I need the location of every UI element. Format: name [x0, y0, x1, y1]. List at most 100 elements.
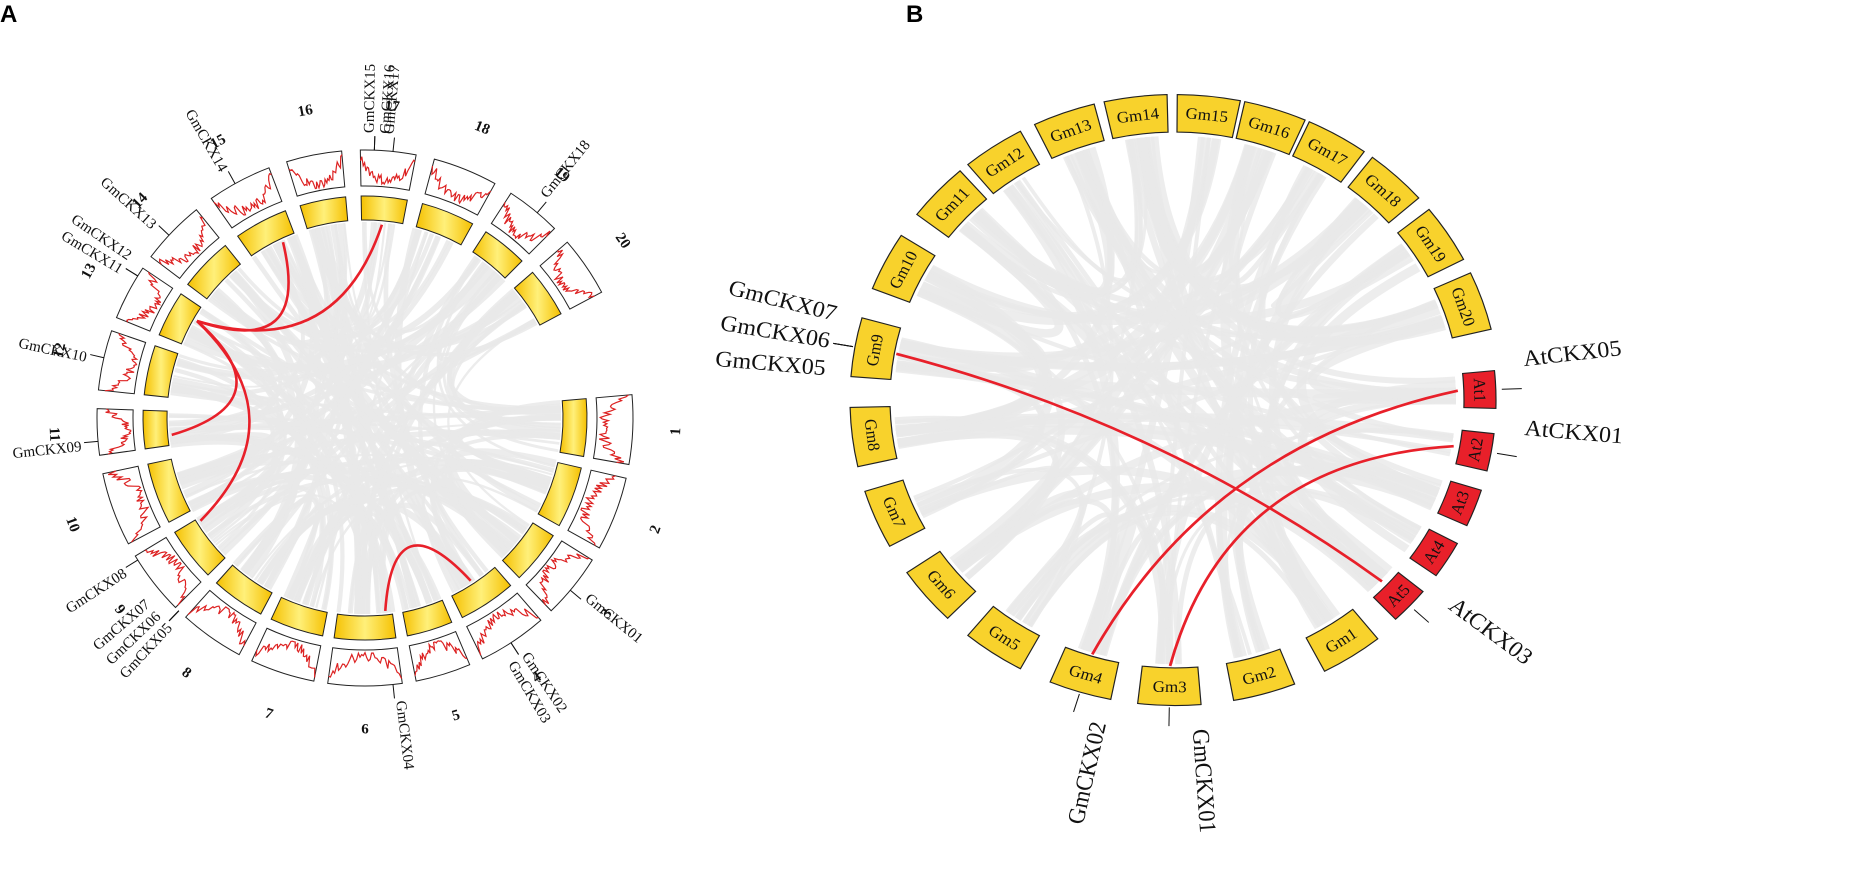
gene-label: GmCKX05	[714, 347, 827, 382]
chromosome-number-label: 13	[78, 261, 99, 282]
chromosome-number-label: 7	[263, 705, 276, 723]
density-trace	[105, 408, 132, 455]
chromosome-10: 10	[62, 458, 191, 545]
panel-b-label: B	[906, 1, 923, 28]
gene-label: GmCKX10	[17, 336, 88, 366]
chromosome-number-label: 17	[384, 98, 401, 115]
density-trace	[359, 156, 416, 186]
chromosome-11: 11	[46, 408, 170, 456]
chromosome-3: 3	[501, 522, 616, 622]
density-trace	[414, 640, 468, 676]
chromosome-17: 17	[359, 98, 417, 225]
block-gm3: Gm3	[1136, 665, 1202, 707]
density-trace	[431, 165, 492, 205]
panel-b-circos: Gm1Gm2Gm3Gm4Gm5Gm6Gm7Gm8Gm9Gm10Gm11Gm12G…	[714, 93, 1624, 834]
density-trace	[104, 333, 139, 392]
chromosome-number-label: 12	[50, 341, 69, 359]
block-label: Gm14	[1116, 104, 1161, 127]
gene-tick	[168, 610, 180, 622]
chromosome-20: 20	[513, 230, 634, 326]
block-at2: At2	[1455, 429, 1495, 472]
chromosome-number-label: 15	[208, 131, 229, 152]
density-trace	[288, 154, 343, 190]
block-gm17: Gm17	[1291, 121, 1366, 183]
gene-label: AtCKX01	[1523, 416, 1624, 449]
block-gm7: Gm7	[864, 479, 926, 548]
ortholog-link	[895, 352, 1383, 583]
chromosome-number-label: 20	[612, 230, 634, 251]
block-gm20: Gm20	[1433, 272, 1492, 339]
block-at4: At4	[1409, 528, 1459, 577]
ortholog-links	[895, 352, 1459, 667]
density-trace	[144, 549, 187, 606]
chromosome-12: 12	[50, 330, 179, 398]
density-trace	[539, 553, 590, 606]
density-trace	[553, 249, 595, 299]
block-at1: At1	[1461, 369, 1497, 410]
block-gm19: Gm19	[1396, 208, 1465, 278]
gene-tick	[392, 684, 395, 699]
density-trace	[598, 394, 629, 463]
block-gm2: Gm2	[1225, 648, 1296, 702]
gene-label: AtCKX03	[1444, 593, 1538, 670]
block-gm10: Gm10	[871, 234, 936, 303]
density-trace	[126, 271, 162, 323]
gene-tick	[536, 201, 547, 214]
gene-tick	[84, 440, 99, 444]
block-gm4: Gm4	[1049, 646, 1120, 701]
block-gm9: Gm9	[850, 317, 902, 381]
density-trace	[477, 607, 539, 656]
chromosome-7: 7	[251, 596, 328, 723]
gene-label: GmCKX09	[12, 439, 82, 462]
block-label: At2	[1464, 436, 1488, 463]
block-label: Gm8	[860, 418, 884, 452]
gene-label: GmCKX17	[382, 64, 404, 135]
chromosome-5: 5	[402, 599, 471, 725]
chromosome-18: 18	[415, 118, 496, 246]
gene-tick	[510, 642, 520, 655]
block-gm8: Gm8	[849, 405, 898, 468]
gene-tick	[569, 589, 582, 600]
block-label: At1	[1470, 378, 1490, 403]
paralog-link	[383, 544, 472, 612]
gene-label: GmCKX02	[1063, 719, 1113, 826]
block-gm13: Gm13	[1033, 103, 1105, 160]
gene-tick	[1501, 388, 1522, 390]
chromosome-number-label: 8	[179, 664, 194, 681]
chromosome-number-label: 10	[62, 515, 82, 535]
chromosome-1: 1	[559, 394, 684, 466]
gene-tick	[227, 171, 236, 184]
gene-label: GmCKX16	[378, 64, 399, 135]
gene-tick	[125, 559, 138, 568]
chromosome-16: 16	[286, 102, 349, 230]
chromosome-number-label: 5	[450, 707, 462, 724]
gene-label: GmCKX18	[538, 138, 594, 202]
gene-label: GmCKX13	[97, 174, 159, 232]
panel-a-label: A	[0, 1, 17, 28]
block-label: Gm15	[1185, 104, 1229, 126]
chromosome-14: 14	[129, 190, 242, 300]
chromosome-number-label: 16	[296, 102, 314, 121]
density-trace	[502, 202, 551, 242]
ortholog-link	[1168, 444, 1454, 667]
ortholog-link	[1091, 389, 1459, 656]
chromosome-number-label: 1	[668, 427, 684, 435]
density-trace	[187, 604, 246, 646]
gene-label: GmCKX01	[582, 591, 646, 647]
chromosome-number-label: 18	[472, 118, 492, 138]
paralog-link	[171, 320, 238, 437]
gene-tick	[833, 342, 854, 348]
chromosome-19: 19	[472, 164, 573, 279]
gene-tick	[158, 225, 170, 236]
gene-label: AtCKX05	[1522, 336, 1623, 372]
block-at3: At3	[1436, 480, 1483, 527]
density-trace	[255, 640, 316, 678]
chromosome-number-label: 2	[647, 523, 665, 536]
chromosome-6: 6	[327, 613, 403, 737]
gene-tick	[90, 354, 104, 359]
density-trace	[580, 475, 616, 546]
chromosome-number-label: 6	[361, 721, 369, 737]
block-gm5: Gm5	[966, 605, 1041, 670]
block-label: Gm3	[1153, 677, 1187, 696]
